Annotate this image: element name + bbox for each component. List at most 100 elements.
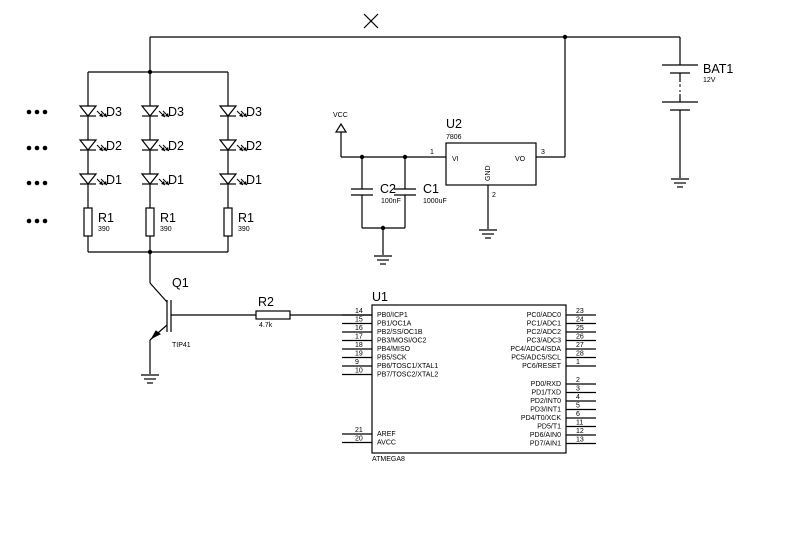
mcu-pin-number: 15: [355, 317, 363, 324]
mcu-pin-name: PD2/INT0: [530, 398, 561, 405]
c2-ref: C2: [380, 182, 396, 196]
mcu-pin-number: 24: [576, 317, 584, 324]
led-diode: [218, 105, 248, 118]
led-label: D1: [168, 173, 184, 187]
mcu-pin-number: 18: [355, 342, 363, 349]
mcu-pin-number: 17: [355, 334, 363, 341]
mcu-pin-name: PD7/AIN1: [530, 441, 561, 448]
ground-symbol-battery: [671, 178, 689, 188]
c2-value: 100nF: [381, 198, 401, 205]
transistor-part: TIP41: [172, 342, 191, 349]
resistor-value: 390: [238, 226, 250, 233]
battery-bat1: [662, 37, 698, 178]
mcu-pin-name: PC2/ADC2: [527, 329, 561, 336]
capacitor-c2: [351, 157, 373, 228]
mcu-pin-name: PB2/SS/OC1B: [377, 329, 423, 336]
ground-symbol-transistor: [141, 374, 159, 384]
mcu-pin-number: 19: [355, 351, 363, 358]
mcu-pin-number: 10: [355, 368, 363, 375]
regulator-pin-vi: VI: [452, 156, 459, 163]
c1-value: 1000uF: [423, 198, 447, 205]
mcu-pin-name: PC3/ADC3: [527, 338, 561, 345]
capacitor-ground-wire: [362, 225, 405, 255]
led-label: D2: [106, 139, 122, 153]
led-diode: [218, 173, 248, 186]
mcu-pin-number: 23: [576, 308, 584, 315]
ellipsis-icon: [26, 180, 48, 186]
ellipsis-icon: [26, 218, 48, 224]
resistor-r1: [145, 207, 155, 237]
r2-ref: R2: [258, 295, 274, 309]
mcu-u1-body: [371, 304, 567, 454]
vcc-label: VCC: [333, 112, 348, 119]
led-label: D1: [246, 173, 262, 187]
mcu-pin-name: PC5/ADC5/SCL: [511, 355, 561, 362]
mcu-pin-name: PB1/OC1A: [377, 321, 412, 328]
mcu-pin-name: PD1/TXD: [531, 390, 561, 397]
mcu-pin-name: PC6/RESET: [522, 363, 562, 370]
mcu-pin-number: 9: [355, 359, 359, 366]
mcu-pin-name: PC0/ADC0: [527, 312, 561, 319]
ground-symbol-caps: [374, 255, 392, 265]
mcu-pin-name: PB3/MOSI/OC2: [377, 338, 427, 345]
battery-value: 12V: [703, 77, 716, 84]
mcu-pin-number: 6: [576, 411, 580, 418]
mcu-pin-number: 27: [576, 342, 584, 349]
mcu-pins: 14PB0/ICP115PB1/OC1A16PB2/SS/OC1B17PB3/M…: [342, 308, 596, 448]
ellipsis-icon: [26, 145, 48, 151]
led-label: D1: [106, 173, 122, 187]
mcu-pin-name: AVCC: [377, 440, 396, 447]
mcu-pin-name: PD0/RXD: [531, 381, 561, 388]
mcu-pin-number: 21: [355, 427, 363, 434]
mcu-pin-name: PC4/ADC4/SDA: [510, 346, 561, 353]
regulator-ref: U2: [446, 117, 462, 131]
led-label: D2: [168, 139, 184, 153]
mcu-pin-name: PD4/T0/XCK: [521, 415, 561, 422]
battery-ref: BAT1: [703, 62, 733, 76]
resistor-value: 390: [98, 226, 110, 233]
resistor-r2: [171, 310, 372, 320]
r2-value: 4.7k: [259, 322, 273, 329]
mcu-pin-name: PD6/AIN0: [530, 432, 561, 439]
resistor-r1: [223, 207, 233, 237]
mcu-pin-name: PD5/T1: [537, 424, 561, 431]
regulator-part: 7806: [446, 134, 462, 141]
regulator-pin1-num: 1: [430, 149, 434, 156]
led-diode: [218, 139, 248, 152]
mcu-pin-number: 13: [576, 437, 584, 444]
mcu-pin-number: 14: [355, 308, 363, 315]
mcu-pin-number: 28: [576, 351, 584, 358]
resistor-label: R1: [160, 211, 176, 225]
regulator-pin2-num: 2: [492, 192, 496, 199]
mcu-pin-number: 26: [576, 334, 584, 341]
led-diode: [140, 139, 170, 152]
led-bottom-rail: [88, 249, 228, 255]
led-label: D3: [168, 105, 184, 119]
mcu-pin-name: PD3/INT1: [530, 407, 561, 414]
mcu-pin-number: 12: [576, 428, 584, 435]
